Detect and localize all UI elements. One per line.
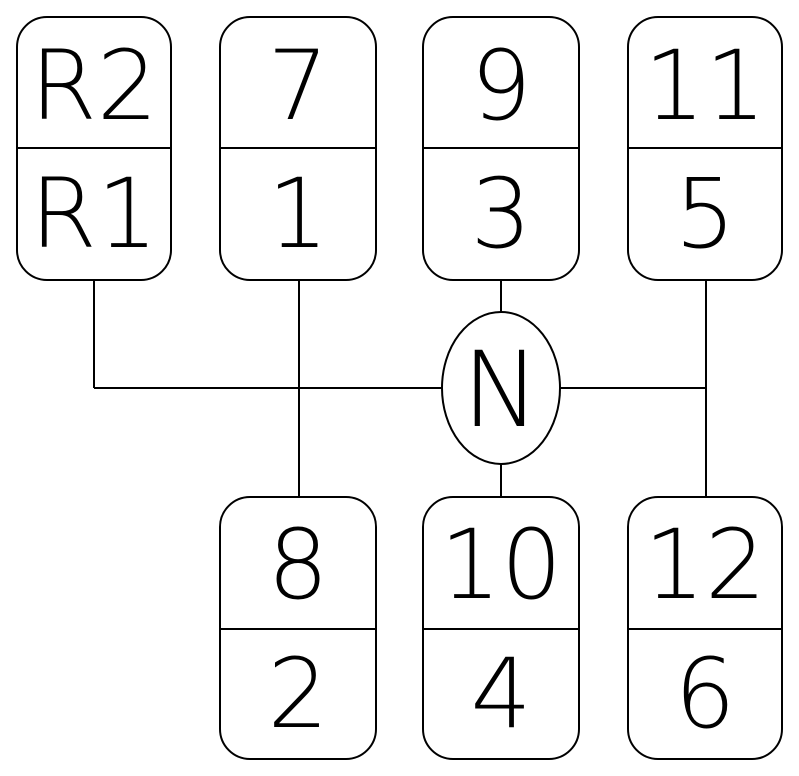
- gear-label-top: 12: [644, 509, 766, 621]
- gear-label-top: R2: [30, 30, 158, 142]
- shift-rails: [93, 280, 707, 497]
- neutral-label: N: [462, 329, 540, 451]
- gate-11-5[interactable]: 11 5: [627, 16, 783, 281]
- neutral-position[interactable]: N: [441, 311, 561, 465]
- gate-10-4[interactable]: 10 4: [422, 496, 580, 760]
- gear-label-bottom: 4: [470, 638, 531, 750]
- gear-label-bottom: 2: [267, 638, 328, 750]
- gear-label-top: 7: [267, 30, 328, 142]
- neutral-ellipse: [441, 311, 561, 465]
- gear-label-top: 10: [440, 509, 562, 621]
- gate-12-6[interactable]: 12 6: [627, 496, 783, 760]
- gate-8-2[interactable]: 8 2: [219, 496, 377, 760]
- gate-r2-r1[interactable]: R2 R1: [16, 16, 172, 281]
- gear-label-bottom: 5: [674, 158, 735, 270]
- gear-label-top: 8: [267, 509, 328, 621]
- gear-label-top: 11: [644, 30, 766, 142]
- gate-7-1[interactable]: 7 1: [219, 16, 377, 281]
- gear-label-bottom: 6: [674, 638, 735, 750]
- gear-label-bottom: 3: [470, 158, 531, 270]
- gear-label-bottom: R1: [30, 158, 158, 270]
- gate-9-3[interactable]: 9 3: [422, 16, 580, 281]
- gear-label-bottom: 1: [267, 158, 328, 270]
- gear-label-top: 9: [470, 30, 531, 142]
